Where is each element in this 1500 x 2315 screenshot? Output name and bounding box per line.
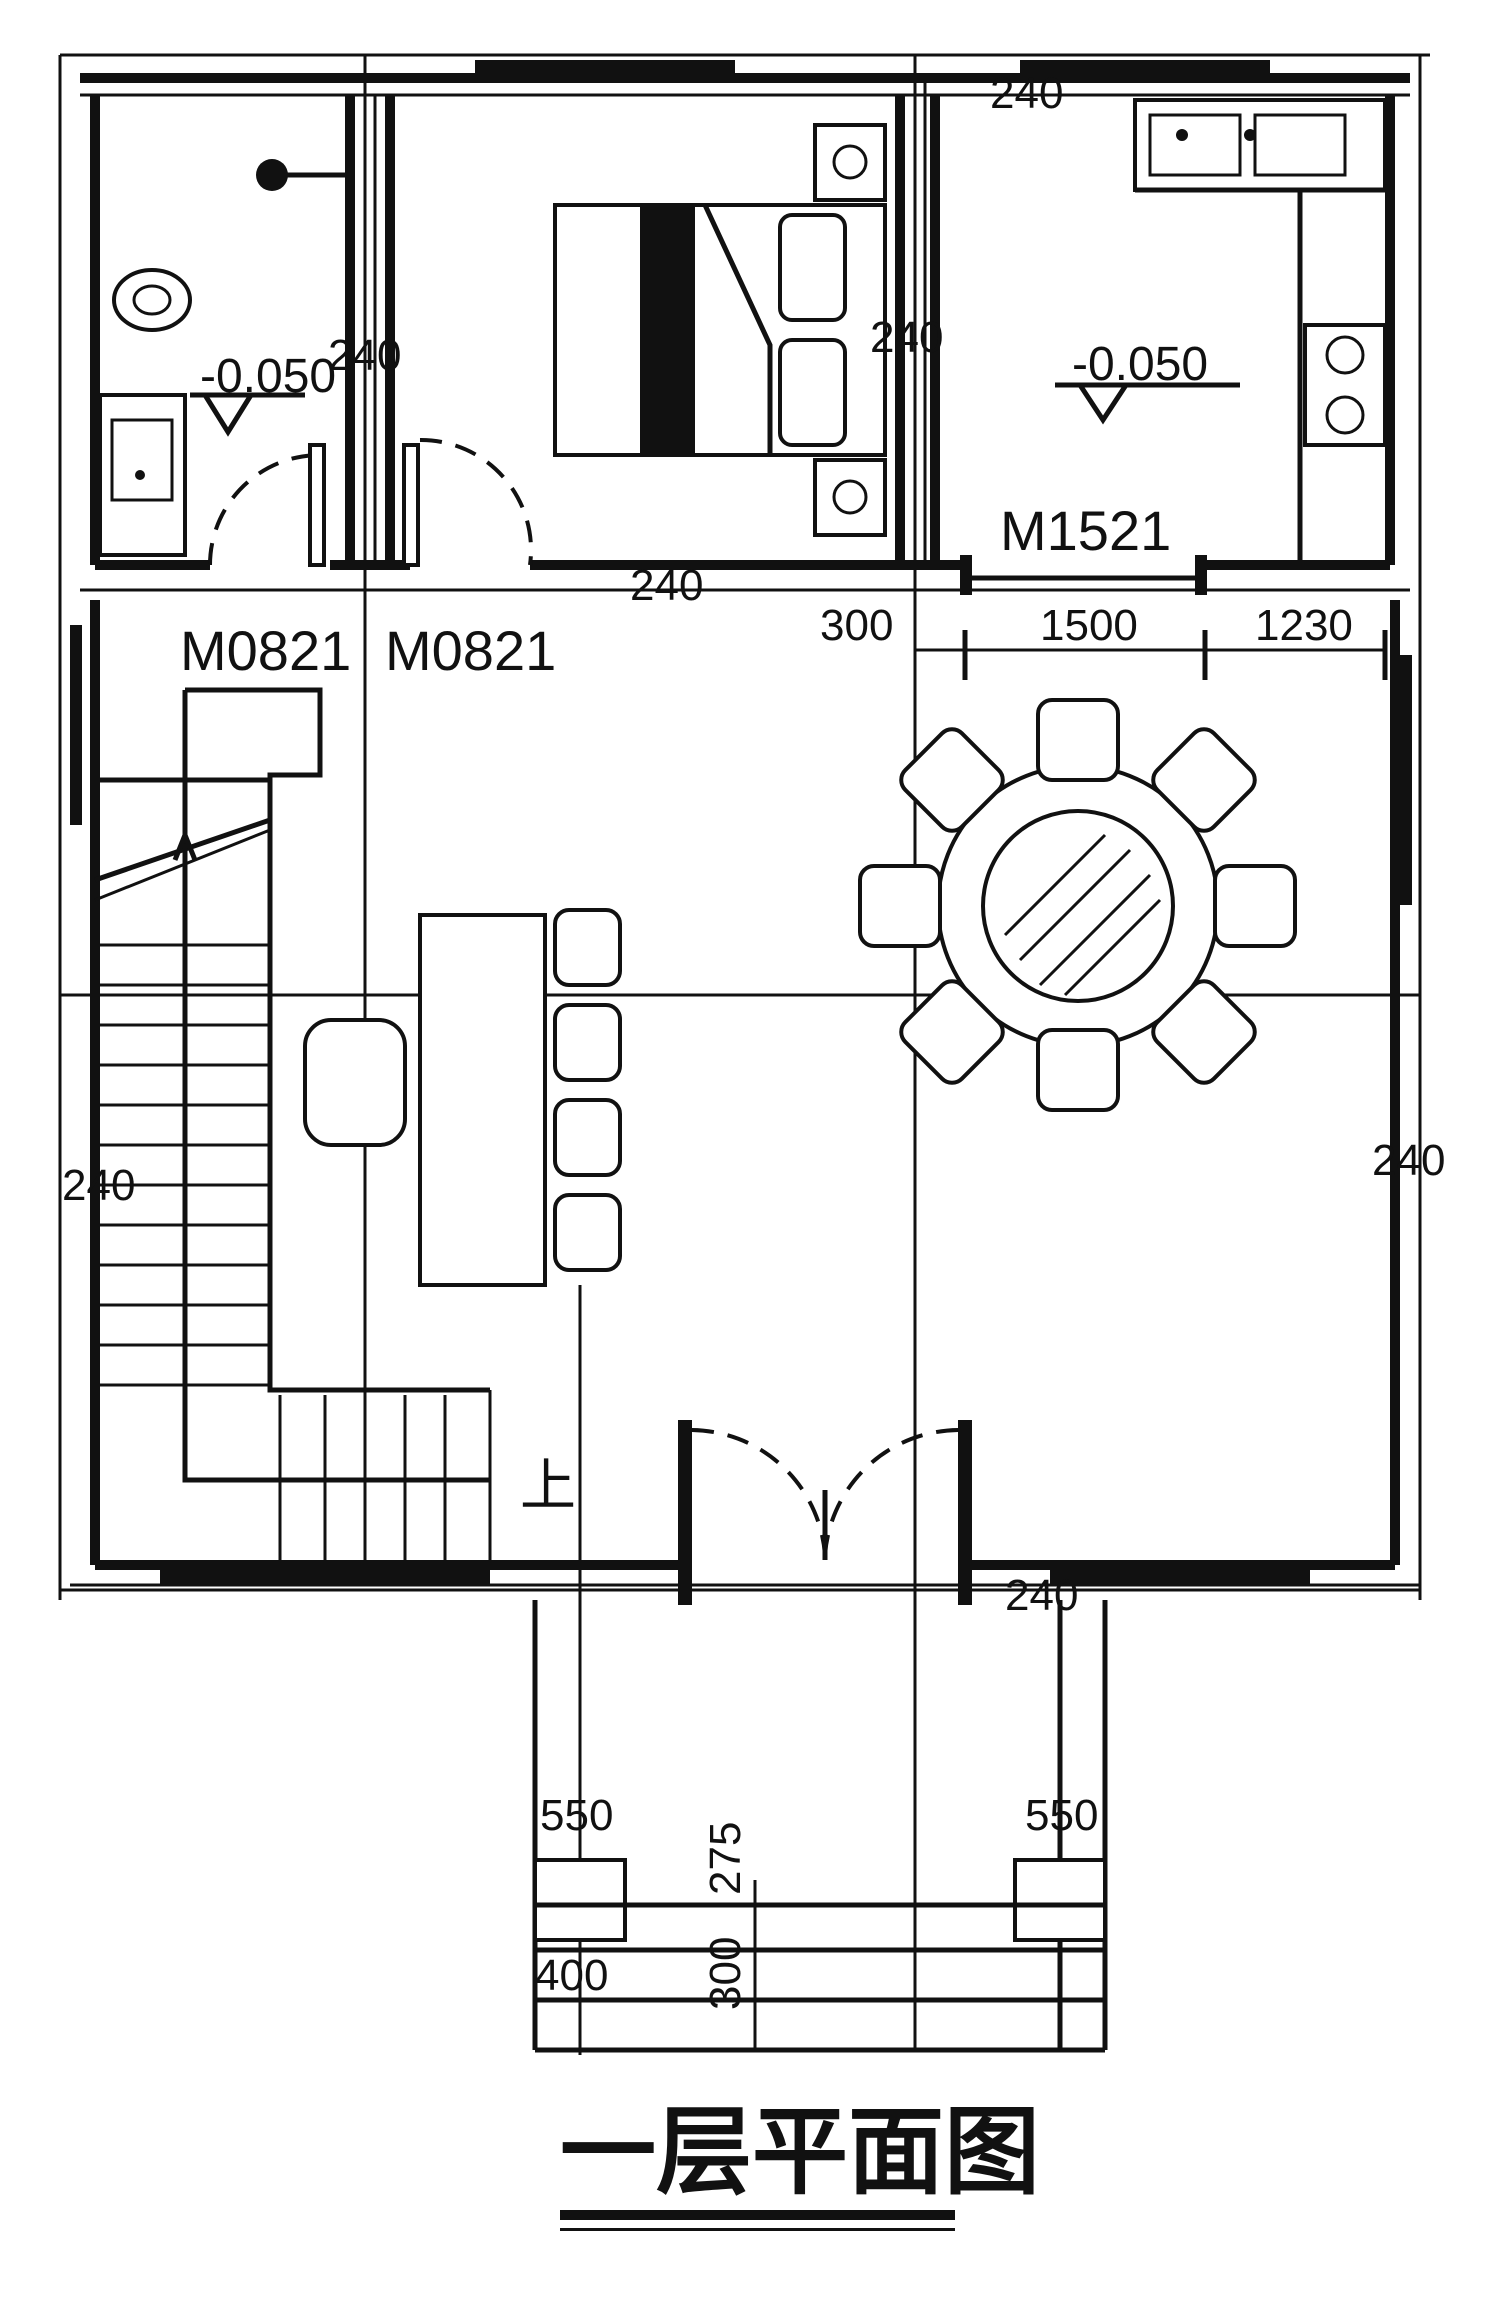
bedroom-door-label: M0821 xyxy=(385,619,556,682)
dining-chair-icon xyxy=(1213,864,1297,948)
dining-area: 240 xyxy=(858,698,1445,1185)
dim-1500: 1500 xyxy=(1040,601,1138,650)
kitchen: -0.050 240 M1521 xyxy=(960,69,1390,595)
kitchen-wall-dim: 240 xyxy=(990,69,1063,118)
kitchen-door-label: M1521 xyxy=(1000,499,1171,562)
plan-title: 一层平面图 xyxy=(560,2096,1040,2208)
step-400-dim: 400 xyxy=(535,1951,608,2000)
dining-chair-icon xyxy=(1036,1028,1120,1112)
drawing-title: 一层平面图 xyxy=(560,2096,1040,2231)
walls xyxy=(70,60,1420,1587)
hall-left-wall-dim: 240 xyxy=(62,1161,135,1210)
dining-chair-icon xyxy=(858,864,942,948)
porch: 550 550 400 275 300 xyxy=(532,1600,1108,2053)
corridor-dimensions: 300 1500 1230 M0821 M0821 xyxy=(180,601,1388,682)
dim-300: 300 xyxy=(820,601,893,650)
bedroom: 240 240 xyxy=(402,123,943,610)
toilet-door-label: M0821 xyxy=(180,619,351,682)
desk-icon xyxy=(418,913,547,1287)
chair-icon xyxy=(553,1098,622,1177)
bedroom-wall-dim: 240 xyxy=(870,313,943,362)
chair-icon xyxy=(553,1193,622,1272)
chair-icon xyxy=(553,908,622,987)
porch-left-dim: 550 xyxy=(540,1791,613,1840)
porch-right-dim: 550 xyxy=(1025,1791,1098,1840)
dining-chair-icon xyxy=(1151,727,1257,833)
gas-stove-icon xyxy=(1303,323,1387,447)
step-275-dim: 275 xyxy=(701,1822,750,1895)
toilet-room: -0.050 240 xyxy=(98,159,401,567)
stair-treads xyxy=(95,943,492,1560)
dining-chair-icon xyxy=(1036,698,1120,782)
entrance-door: 240 xyxy=(678,1420,1078,1620)
step-300-dim: 300 xyxy=(701,1937,750,2010)
living-area xyxy=(303,908,622,2055)
dining-chair-icon xyxy=(1151,979,1257,1085)
chair-icon xyxy=(553,1003,622,1082)
toilet-wall-dim: 240 xyxy=(328,331,401,380)
toilet-bowl-icon xyxy=(112,268,192,332)
corridor-wall-dim: 240 xyxy=(630,561,703,610)
armchair-icon xyxy=(303,1018,407,1147)
dining-chair-icon xyxy=(899,979,1005,1085)
kitchen-elevation-label: -0.050 xyxy=(1072,338,1208,391)
porch-wall-dim: 240 xyxy=(1005,1571,1078,1620)
hall-right-wall-dim: 240 xyxy=(1372,1136,1445,1185)
dim-1230: 1230 xyxy=(1255,601,1353,650)
dining-chair-icon xyxy=(899,727,1005,833)
nightstand-icon xyxy=(813,123,887,202)
nightstand-icon xyxy=(813,458,887,537)
toilet-elevation-label: -0.050 xyxy=(200,350,336,403)
staircase: 上 240 xyxy=(62,687,576,1560)
stair-up-label: 上 xyxy=(520,1454,576,1517)
